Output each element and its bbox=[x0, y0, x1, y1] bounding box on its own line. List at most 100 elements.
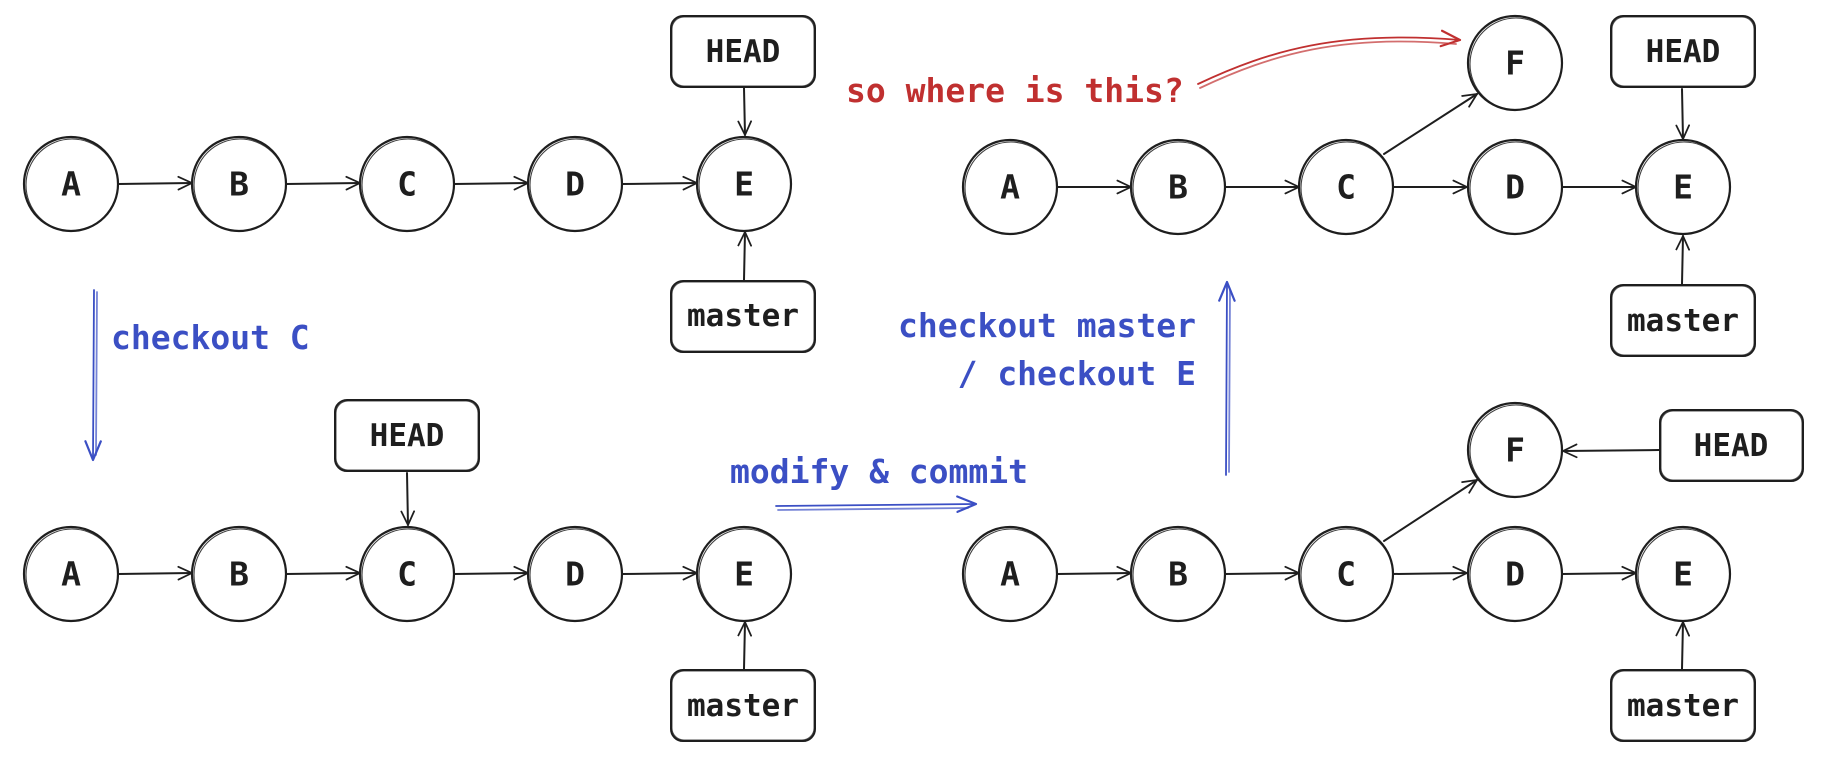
svg-text:B: B bbox=[229, 165, 249, 204]
commit-node-d: D bbox=[1466, 525, 1564, 623]
svg-text:master: master bbox=[687, 298, 799, 334]
commit-node-b: B bbox=[1129, 138, 1227, 236]
commit-node-e: E bbox=[695, 525, 793, 623]
svg-text:E: E bbox=[734, 555, 754, 594]
question-arrow bbox=[1197, 29, 1462, 85]
svg-text:HEAD: HEAD bbox=[1694, 428, 1769, 464]
transition-checkout-c: checkout C bbox=[84, 289, 310, 462]
svg-text:master: master bbox=[1627, 688, 1739, 724]
commit-node-f-orphaned: F bbox=[1466, 14, 1564, 112]
panel-initial-state: A B C D E HEAD mast bbox=[22, 15, 816, 353]
panel-new-commit: A B C D E F HEAD bbox=[961, 401, 1804, 742]
head-pointer-edge bbox=[407, 472, 408, 526]
svg-text:D: D bbox=[565, 555, 585, 594]
question-annotation: so where is this? bbox=[846, 29, 1462, 110]
commit-edge bbox=[453, 183, 529, 184]
commit-node-b: B bbox=[190, 525, 288, 623]
transition-arrow-right bbox=[775, 495, 978, 513]
panel-detached-head: A B C D E HEAD mast bbox=[22, 399, 816, 742]
commit-node-c: C bbox=[358, 525, 456, 623]
svg-text:HEAD: HEAD bbox=[370, 418, 445, 454]
svg-text:C: C bbox=[397, 165, 417, 204]
commit-edge bbox=[285, 573, 361, 574]
svg-text:C: C bbox=[1336, 168, 1356, 207]
commit-edge bbox=[117, 183, 193, 184]
commit-edge bbox=[621, 573, 698, 574]
commit-edge bbox=[1224, 573, 1300, 574]
commit-node-c: C bbox=[1297, 525, 1395, 623]
commit-edge bbox=[1392, 573, 1468, 574]
commit-node-c: C bbox=[1297, 138, 1395, 236]
master-pointer-edge bbox=[744, 231, 745, 281]
head-pointer-edge bbox=[1562, 450, 1660, 451]
svg-text:E: E bbox=[1673, 555, 1693, 594]
svg-text:master: master bbox=[1627, 303, 1739, 339]
svg-text:B: B bbox=[1168, 168, 1188, 207]
transition-modify-commit: modify & commit bbox=[730, 452, 1028, 513]
svg-text:A: A bbox=[1000, 555, 1020, 594]
head-ref-box: HEAD bbox=[1659, 409, 1804, 482]
svg-text:F: F bbox=[1505, 44, 1525, 83]
master-ref-box: master bbox=[1610, 284, 1756, 357]
svg-text:HEAD: HEAD bbox=[1646, 34, 1721, 70]
commit-node-b: B bbox=[190, 135, 288, 233]
commit-node-e: E bbox=[1634, 138, 1732, 236]
svg-text:C: C bbox=[1336, 555, 1356, 594]
svg-text:C: C bbox=[397, 555, 417, 594]
commit-edge bbox=[1383, 479, 1478, 542]
commit-edge bbox=[1561, 573, 1637, 574]
commit-edge bbox=[285, 183, 361, 184]
commit-edge bbox=[621, 183, 698, 184]
commit-node-b: B bbox=[1129, 525, 1227, 623]
commit-edge bbox=[453, 573, 529, 574]
commit-node-a: A bbox=[22, 525, 120, 623]
commit-node-d: D bbox=[1466, 138, 1564, 236]
transition-label: / checkout E bbox=[958, 354, 1196, 393]
transition-arrow-down bbox=[84, 289, 102, 462]
master-ref-box: master bbox=[670, 280, 816, 353]
head-ref-box: HEAD bbox=[1610, 15, 1756, 88]
commit-edge bbox=[117, 573, 193, 574]
svg-text:D: D bbox=[1505, 168, 1525, 207]
svg-text:E: E bbox=[734, 165, 754, 204]
svg-text:B: B bbox=[1168, 555, 1188, 594]
svg-text:master: master bbox=[687, 688, 799, 724]
transition-checkout-master: checkout master / checkout E bbox=[898, 280, 1236, 476]
question-text: so where is this? bbox=[846, 71, 1184, 110]
panel-back-to-master: A B C D E F HEAD bbox=[961, 14, 1756, 357]
commit-node-d: D bbox=[526, 135, 624, 233]
commit-edge bbox=[1383, 93, 1478, 155]
head-pointer-edge bbox=[744, 87, 745, 136]
commit-node-c: C bbox=[358, 135, 456, 233]
head-pointer-edge bbox=[1682, 88, 1683, 140]
svg-text:F: F bbox=[1505, 431, 1525, 470]
commit-node-e: E bbox=[1634, 525, 1732, 623]
master-ref-box: master bbox=[1610, 669, 1756, 742]
master-pointer-edge bbox=[1682, 621, 1683, 670]
commit-node-a: A bbox=[961, 525, 1059, 623]
svg-text:A: A bbox=[1000, 168, 1020, 207]
svg-text:A: A bbox=[61, 165, 81, 204]
commit-node-e: E bbox=[695, 135, 793, 233]
commit-node-f: F bbox=[1466, 401, 1564, 499]
master-pointer-edge bbox=[744, 621, 745, 670]
commit-edge bbox=[1056, 573, 1132, 574]
master-pointer-edge bbox=[1682, 235, 1683, 285]
svg-text:D: D bbox=[565, 165, 585, 204]
commit-node-a: A bbox=[22, 135, 120, 233]
svg-text:A: A bbox=[61, 555, 81, 594]
transition-arrow-up bbox=[1218, 280, 1236, 476]
transition-label: checkout C bbox=[111, 318, 310, 357]
transition-label: modify & commit bbox=[730, 452, 1028, 491]
master-ref-box: master bbox=[670, 669, 816, 742]
commit-node-d: D bbox=[526, 525, 624, 623]
commit-node-a: A bbox=[961, 138, 1059, 236]
svg-text:E: E bbox=[1673, 168, 1693, 207]
svg-text:HEAD: HEAD bbox=[706, 34, 781, 70]
svg-text:D: D bbox=[1505, 555, 1525, 594]
svg-text:B: B bbox=[229, 555, 249, 594]
head-ref-box: HEAD bbox=[670, 15, 816, 88]
head-ref-box: HEAD bbox=[334, 399, 480, 472]
transition-label: checkout master bbox=[898, 306, 1196, 345]
